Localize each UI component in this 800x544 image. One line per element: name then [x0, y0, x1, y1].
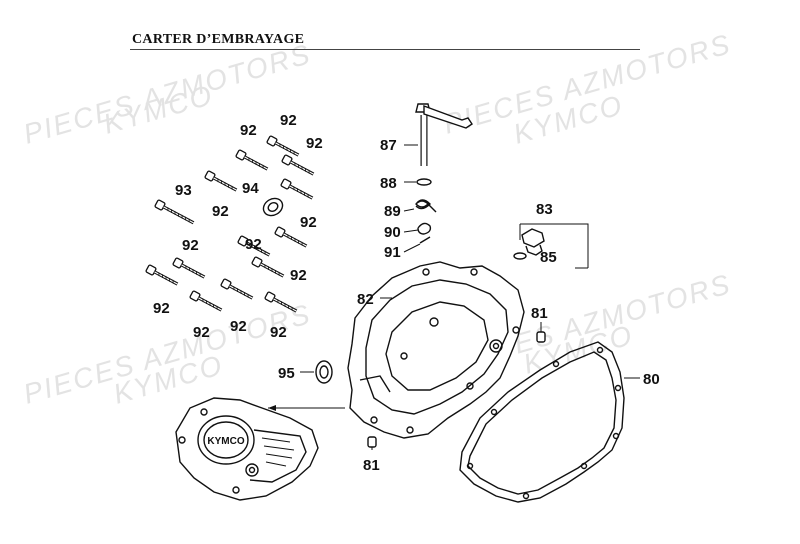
- label-92: 92: [230, 318, 247, 335]
- cover-logo-text: KYMCO: [207, 436, 244, 447]
- label-92: 92: [245, 236, 262, 253]
- label-90: 90: [384, 224, 401, 241]
- label-85: 85: [540, 249, 557, 266]
- oil-plug-83: [521, 228, 545, 256]
- clip-90: [417, 222, 432, 235]
- title-underline: [130, 49, 640, 50]
- label-92: 92: [240, 122, 257, 139]
- bolt-92-k: [218, 276, 256, 304]
- label-92: 92: [212, 203, 229, 220]
- bolt-92-a: [264, 133, 302, 161]
- spring-89: [415, 199, 437, 213]
- label-92: 92: [300, 214, 317, 231]
- leader-83-bracket: [520, 223, 589, 268]
- bolt-92-j: [143, 262, 181, 290]
- oil-seal-94: [262, 197, 284, 217]
- label-92: 92: [306, 135, 323, 152]
- clutch-lever-87: [415, 103, 473, 166]
- label-83: 83: [536, 201, 553, 218]
- bolt-93: [152, 197, 198, 228]
- label-80: 80: [643, 371, 660, 388]
- o-ring-88: [416, 178, 432, 186]
- label-95: 95: [278, 365, 295, 382]
- label-92: 92: [193, 324, 210, 341]
- label-93: 93: [175, 182, 192, 199]
- label-92: 92: [153, 300, 170, 317]
- dowel-pin-81-lower: [367, 436, 377, 448]
- bolt-92-l: [187, 288, 225, 316]
- label-92: 92: [270, 324, 287, 341]
- gasket-80: [459, 341, 625, 503]
- page-title: CARTER D’EMBRAYAGE: [132, 32, 305, 47]
- clutch-cover-82: [347, 261, 525, 439]
- pin-91: [419, 236, 431, 244]
- label-94: 94: [242, 180, 259, 197]
- label-87: 87: [380, 137, 397, 154]
- label-81: 81: [531, 305, 548, 322]
- bolt-92-m: [262, 289, 300, 317]
- bolt-92-i: [170, 255, 208, 283]
- label-81: 81: [363, 457, 380, 474]
- label-92: 92: [280, 112, 297, 129]
- label-89: 89: [384, 203, 401, 220]
- dowel-pin-81-upper: [536, 331, 546, 343]
- label-92: 92: [182, 237, 199, 254]
- label-88: 88: [380, 175, 397, 192]
- bolt-92-c: [279, 152, 317, 180]
- bolt-92-e: [278, 176, 316, 204]
- label-91: 91: [384, 244, 401, 261]
- label-92: 92: [290, 267, 307, 284]
- side-cover-kymco: KYMCO: [175, 397, 319, 501]
- bolt-92-h: [249, 254, 287, 282]
- bolt-92-d: [202, 168, 240, 196]
- oil-seal-95: [315, 360, 333, 384]
- label-82: 82: [357, 291, 374, 308]
- o-ring-85: [513, 252, 527, 260]
- bolt-92-b: [233, 147, 271, 175]
